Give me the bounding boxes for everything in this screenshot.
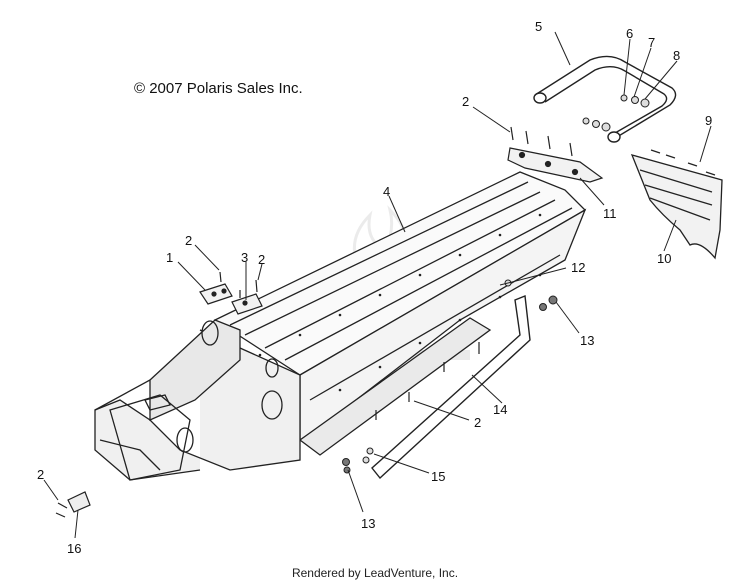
- callout-11: 11: [603, 206, 617, 221]
- screws-part-2-upper: [510, 126, 573, 157]
- copyright-notice: © 2007 Polaris Sales Inc.: [134, 80, 303, 97]
- hitch-bracket-part-11: [507, 147, 604, 183]
- callout-2: 2: [474, 415, 481, 430]
- callout-15: 15: [431, 469, 445, 484]
- callout-9: 9: [705, 113, 712, 128]
- callout-1: 1: [166, 250, 173, 265]
- screws-part-2-middle: [375, 342, 480, 420]
- render-credit: Rendered by LeadVenture, Inc.: [291, 566, 459, 580]
- screws-part-9: [650, 149, 716, 176]
- callout-16: 16: [67, 541, 81, 556]
- bumper-hardware: [582, 94, 650, 132]
- callout-2: 2: [37, 467, 44, 482]
- callout-4: 4: [383, 184, 390, 199]
- screws-part-2-brackets: [219, 271, 258, 298]
- leader-lines: [43, 31, 712, 539]
- tunnel-rivets: [258, 213, 542, 392]
- callout-12: 12: [571, 260, 585, 275]
- callout-13: 13: [361, 516, 375, 531]
- pad-part-16: [55, 491, 91, 518]
- bracket-part-1: [199, 283, 233, 305]
- callout-7: 7: [648, 35, 655, 50]
- brace-part-14: [371, 295, 531, 480]
- callout-6: 6: [626, 26, 633, 41]
- callout-5: 5: [535, 19, 542, 34]
- snow-flap-part-10: [630, 154, 723, 260]
- bracket-part-3: [231, 293, 263, 315]
- callout-10: 10: [657, 251, 671, 266]
- tunnel-assembly: [94, 171, 587, 481]
- nuts-part-13: [342, 295, 558, 474]
- rear-bumper-part-5: [533, 55, 677, 143]
- callout-13: 13: [580, 333, 594, 348]
- callout-2: 2: [462, 94, 469, 109]
- callout-2: 2: [185, 233, 192, 248]
- callout-14: 14: [493, 402, 507, 417]
- callout-3: 3: [241, 250, 248, 265]
- callout-8: 8: [673, 48, 680, 63]
- bolt-part-12: [499, 279, 513, 287]
- bolt-part-15: [362, 447, 374, 464]
- callout-2: 2: [258, 252, 265, 267]
